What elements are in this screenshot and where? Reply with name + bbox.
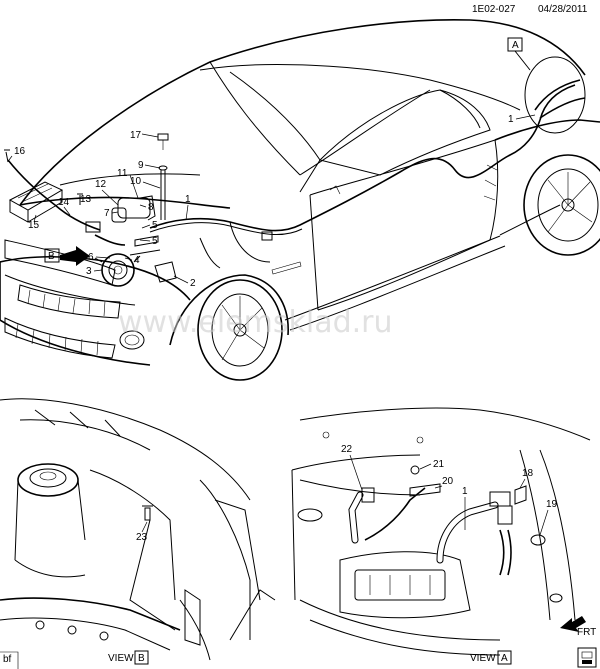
callout-14: 14 <box>58 197 70 208</box>
callout-2: 2 <box>190 278 196 289</box>
view-b-letter: B <box>138 653 145 664</box>
front-indicator: FRT <box>577 627 596 638</box>
callout-19: 19 <box>546 499 558 510</box>
callout-5b: 5 <box>152 236 158 247</box>
battery-cable-harness <box>149 84 576 269</box>
callout-10: 10 <box>130 176 142 187</box>
callout-6: 6 <box>88 252 94 263</box>
view-a-detail: 22 21 20 1 18 19 FRT VIEW A <box>291 407 597 668</box>
drawing-code: 1E02-027 <box>472 4 516 15</box>
callout-4: 4 <box>134 255 140 266</box>
drawing-date: 04/28/2011 <box>538 4 588 15</box>
callout-20: 20 <box>442 476 454 487</box>
view-a-letter: A <box>501 653 508 664</box>
view-b-detail: 23 VIEW B bf <box>0 398 276 669</box>
watermark-text: www.elemsklad.ru <box>118 305 393 340</box>
view-a-caption: VIEW <box>470 653 496 664</box>
callout-13: 13 <box>80 194 92 205</box>
callout-16: 16 <box>14 146 26 157</box>
corner-code: bf <box>3 654 12 665</box>
callout-1-view-a: 1 <box>462 486 468 497</box>
view-a-tag: A <box>512 40 519 51</box>
callout-11: 11 <box>117 168 128 179</box>
callout-23: 23 <box>136 532 148 543</box>
callout-12: 12 <box>95 179 107 190</box>
callout-18: 18 <box>522 468 534 479</box>
callout-8: 8 <box>148 202 154 213</box>
callout-9: 9 <box>138 160 144 171</box>
callout-1-rear: 1 <box>508 114 514 125</box>
view-b-caption: VIEW <box>108 653 134 664</box>
callout-7: 7 <box>104 208 110 219</box>
callout-22: 22 <box>341 444 353 455</box>
view-b-indicator: B <box>44 246 90 266</box>
view-a-indicator: A <box>507 37 586 134</box>
main-callouts: 16 17 9 11 10 12 1 13 14 8 7 15 5 5 6 4 … <box>8 114 536 289</box>
view-b-tag: B <box>48 251 55 262</box>
callout-5a: 5 <box>152 220 158 231</box>
callout-15: 15 <box>28 220 40 231</box>
callout-1: 1 <box>185 194 191 205</box>
callout-3: 3 <box>86 266 92 277</box>
callout-17: 17 <box>130 130 142 141</box>
callout-21: 21 <box>433 459 445 470</box>
